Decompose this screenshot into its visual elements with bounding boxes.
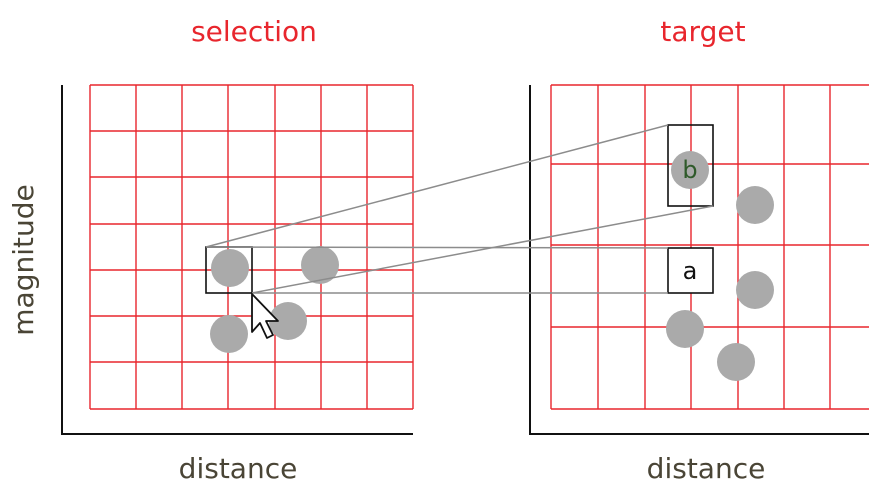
selection-y-axis-label: magnitude [7, 184, 40, 335]
target-box-b-label: b [682, 156, 697, 184]
data-point[interactable] [301, 246, 339, 284]
data-point[interactable] [210, 315, 248, 353]
projection-line [205, 246, 669, 249]
data-point[interactable] [671, 151, 709, 189]
mouse-pointer-icon [251, 293, 279, 339]
selection-x-axis-label: distance [179, 452, 298, 482]
selection-points [210, 246, 339, 353]
target-panel: b a distance [529, 84, 869, 482]
projection-line [251, 205, 714, 294]
target-box-a-label: a [683, 257, 698, 285]
data-point[interactable] [211, 249, 249, 287]
target-grid [550, 84, 869, 410]
data-point[interactable] [666, 310, 704, 348]
projection-line [205, 124, 669, 248]
target-box-a[interactable] [667, 247, 714, 294]
selection-title: selection [191, 15, 317, 48]
projection-lines [205, 124, 714, 294]
data-point[interactable] [736, 271, 774, 309]
target-title: target [660, 15, 745, 48]
target-points [666, 151, 774, 381]
target-box-b[interactable] [667, 124, 714, 207]
data-point[interactable] [269, 302, 307, 340]
selection-panel: distance magnitude [7, 84, 414, 482]
data-point[interactable] [736, 186, 774, 224]
data-point[interactable] [717, 343, 755, 381]
target-x-axis-label: distance [647, 452, 766, 482]
